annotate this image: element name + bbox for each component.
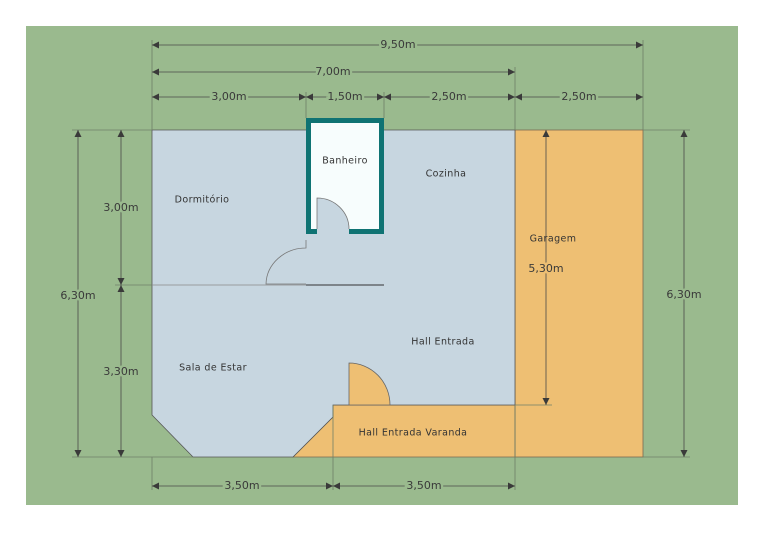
dim-banheiro-width: 1,50m [327, 90, 362, 103]
room-label-banheiro: Banheiro [322, 156, 368, 167]
room-label-varanda: Hall Entrada Varanda [359, 428, 468, 439]
banheiro-door-gap [317, 228, 349, 235]
dim-house-width: 7,00m [315, 65, 350, 78]
banheiro-door [316, 197, 350, 230]
dim-cozinha-width: 2,50m [431, 90, 466, 103]
dim-total-width: 9,50m [380, 38, 415, 51]
dim-bottom-right: 3,50m [406, 479, 441, 492]
dim-total-depth-left: 6,30m [60, 289, 95, 302]
garagem-area [514, 129, 644, 458]
dim-dormitorio-depth: 3,00m [103, 201, 138, 214]
dim-dormitorio-width: 3,00m [211, 90, 246, 103]
dim-garagem-depth: 5,30m [528, 262, 563, 275]
dimension-lines [74, 41, 688, 490]
entrance-door [348, 362, 391, 406]
dim-total-depth-right: 6,30m [666, 288, 701, 301]
dim-bottom-left: 3,50m [224, 479, 259, 492]
room-label-dormitorio: Dormitório [175, 195, 230, 206]
room-label-sala: Sala de Estar [179, 363, 247, 374]
room-label-hall: Hall Entrada [411, 337, 474, 348]
dim-garagem-width: 2,50m [561, 90, 596, 103]
dormitorio-door [265, 240, 307, 285]
room-label-garagem: Garagem [530, 234, 577, 245]
dim-sala-depth: 3,30m [103, 365, 138, 378]
room-label-cozinha: Cozinha [426, 169, 467, 180]
